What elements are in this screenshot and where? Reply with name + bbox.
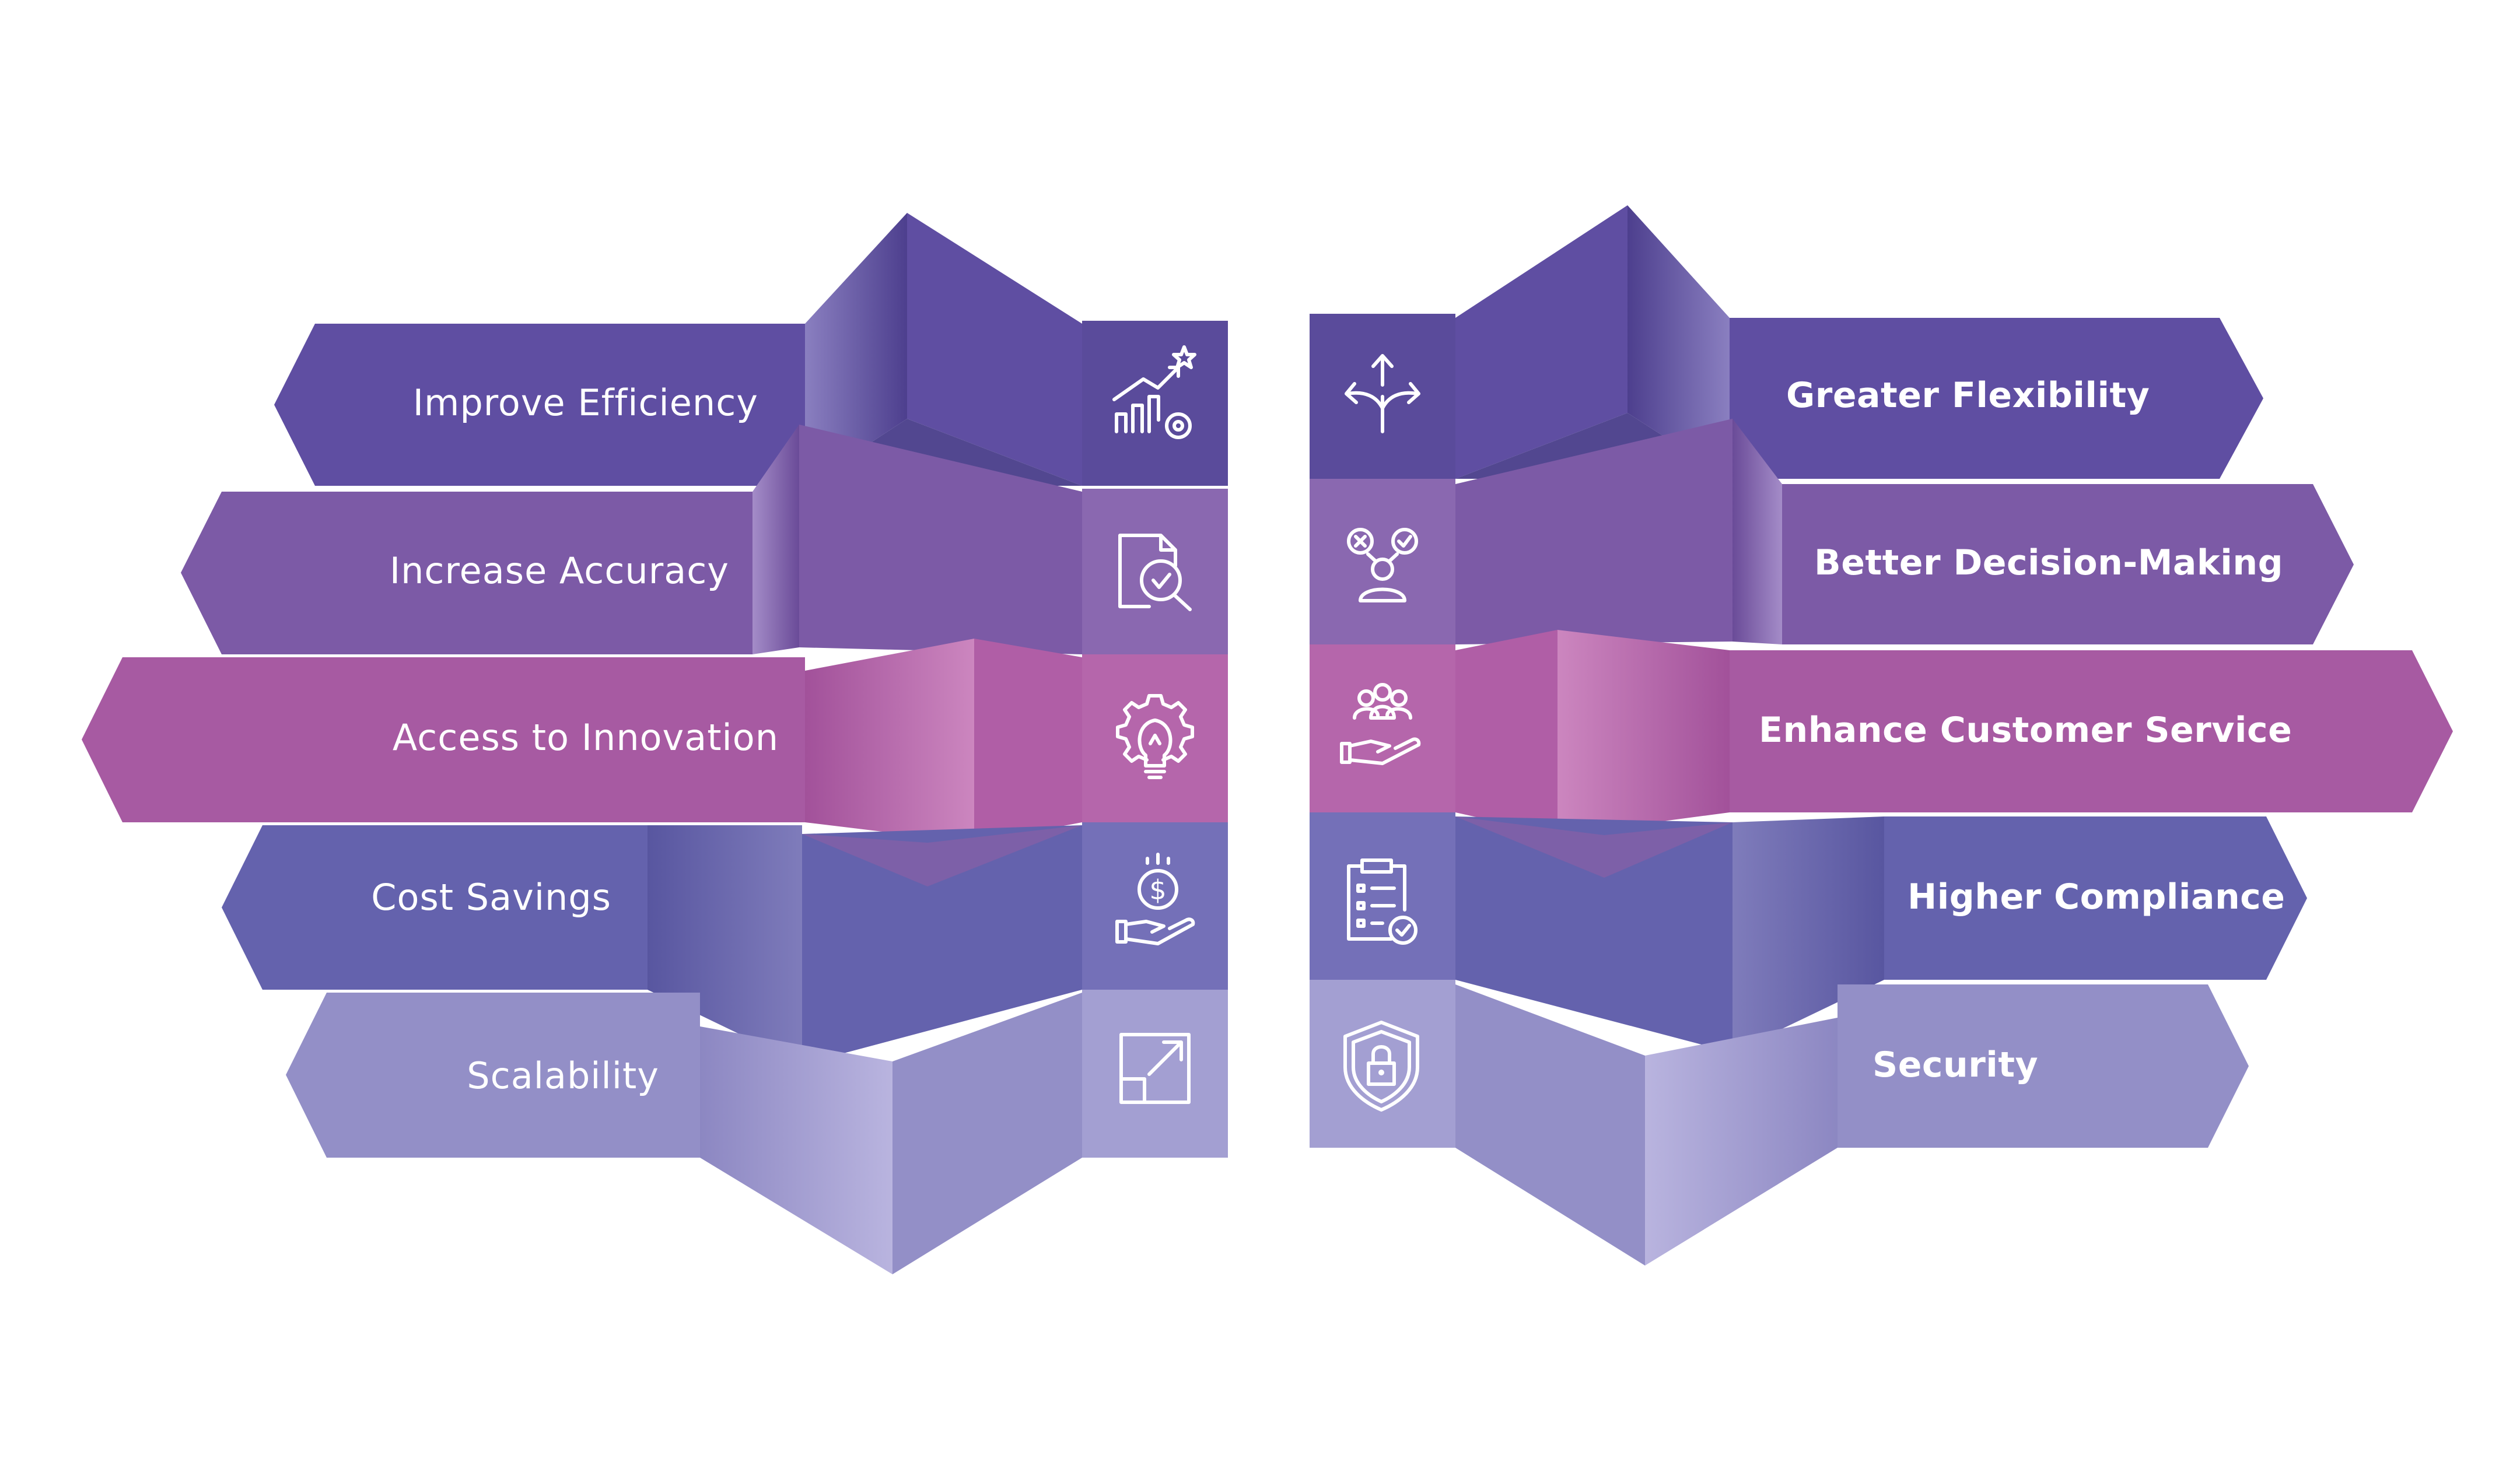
left-prism-1-front — [907, 213, 1082, 486]
left-banner-4 — [222, 825, 648, 990]
right-label-1: Greater Flexibility — [1786, 375, 2150, 416]
right-prism-1-front — [1455, 205, 1628, 479]
right-prism-5-front — [1455, 984, 1645, 1266]
right-icon-cell-2 — [1310, 479, 1455, 644]
right-prism-2-front — [1455, 419, 1732, 644]
left-label-3: Access to Innovation — [393, 716, 779, 759]
left-label-5: Scalability — [467, 1054, 659, 1097]
hand-dollar-coin-icon: $ — [1115, 853, 1195, 945]
left-prism-4-front — [802, 825, 1082, 1064]
right-prism-3-side — [1558, 630, 1730, 835]
right-prism-4-front — [1455, 816, 1732, 1053]
right-prism-1-side — [1628, 205, 1730, 479]
right-label-3: Enhance Customer Service — [1759, 710, 2292, 751]
left-label-2: Increase Accuracy — [390, 549, 729, 592]
left-prism-2-side — [752, 425, 799, 654]
left-prism-5-side — [700, 1026, 892, 1274]
left-icon-cell-2 — [1082, 489, 1228, 654]
right-prism-4-top — [1455, 816, 1732, 878]
left-icon-cell-1 — [1082, 321, 1228, 486]
right-icon-cell-3 — [1310, 644, 1455, 812]
right-row-greater-flexibility: Greater Flexibility — [1310, 205, 2263, 479]
split-arrows-icon — [1345, 354, 1420, 433]
right-banner-1 — [1730, 318, 2263, 479]
left-banner-5 — [286, 993, 700, 1158]
right-icon-cell-4 — [1310, 812, 1455, 980]
right-prism-5-side — [1645, 1018, 1838, 1266]
left-row-improve-efficiency: Improve Efficiency — [274, 213, 1228, 486]
person-choice-icon — [1347, 528, 1418, 602]
right-prism-3-front — [1455, 630, 1558, 835]
svg-text:$: $ — [1149, 874, 1166, 906]
right-label-4: Higher Compliance — [1908, 877, 2285, 917]
left-prism-5-front — [892, 993, 1082, 1274]
right-banner-3 — [1730, 650, 2453, 812]
right-label-2: Better Decision-Making — [1814, 542, 2283, 583]
left-icon-cell-4 — [1082, 822, 1228, 990]
right-row-higher-compliance: Higher Compliance — [1310, 812, 2307, 1053]
left-label-1: Improve Efficiency — [413, 381, 758, 424]
left-banner-1 — [274, 324, 805, 486]
left-column: Improve Efficiency Increase Accuracy — [82, 213, 1228, 1274]
left-row-access-to-innovation: Access to Innovation — [82, 639, 1228, 843]
left-prism-1-side — [805, 213, 907, 486]
left-icon-cell-5 — [1082, 990, 1228, 1158]
right-banner-5 — [1838, 984, 2249, 1148]
left-banner-2 — [181, 492, 752, 654]
right-label-5: Security — [1873, 1045, 2038, 1085]
right-banner-2 — [1782, 484, 2354, 644]
document-magnifier-check-icon — [1118, 534, 1192, 611]
growth-chart-gear-icon — [1112, 345, 1196, 439]
left-row-increase-accuracy: Increase Accuracy — [181, 425, 1228, 654]
expand-arrow-icon — [1119, 1033, 1191, 1104]
lightbulb-gear-icon — [1116, 694, 1194, 779]
shield-lock-icon — [1343, 1021, 1419, 1112]
left-prism-2-front — [799, 425, 1082, 654]
right-column: Greater Flexibility Better Decision-Maki… — [1310, 205, 2453, 1266]
right-row-security: Security — [1310, 980, 2249, 1266]
right-banner-4 — [1884, 816, 2307, 980]
left-prism-3-side — [805, 639, 974, 843]
left-label-4: Cost Savings — [371, 876, 611, 919]
hand-people-icon — [1340, 683, 1421, 765]
right-prism-2-side — [1732, 419, 1782, 644]
left-banner-3 — [82, 657, 805, 822]
right-row-enhance-customer-service: Enhance Customer Service — [1310, 630, 2453, 835]
left-prism-4-top — [802, 825, 1082, 886]
left-prism-3-front — [974, 639, 1082, 843]
right-row-better-decision-making: Better Decision-Making — [1310, 419, 2354, 644]
clipboard-checklist-icon — [1347, 858, 1418, 945]
left-row-scalability: Scalability — [286, 990, 1228, 1274]
